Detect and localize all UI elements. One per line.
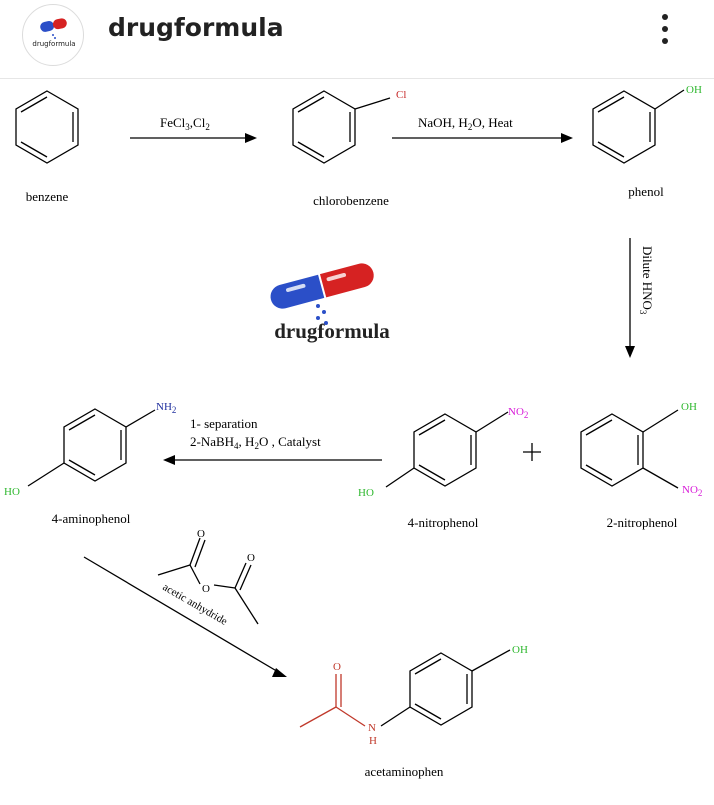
capsule-red-icon xyxy=(319,263,374,298)
group-oh-acetaminophen: OH xyxy=(512,644,528,656)
label-acetaminophen: acetaminophen xyxy=(365,764,444,779)
capsule-logo-icon xyxy=(40,18,67,39)
avatar[interactable]: drugformula xyxy=(22,4,84,66)
group-amide-h: H xyxy=(369,735,377,747)
synthesis-diagram: drugformula benzene chlorobenzene phenol… xyxy=(4,84,702,779)
account-name[interactable]: drugformula xyxy=(108,13,284,42)
more-vertical-icon[interactable] xyxy=(650,6,680,58)
group-oh-ortho: OH xyxy=(681,401,697,413)
label-chlorobenzene: chlorobenzene xyxy=(313,193,389,208)
reagent-step2: NaOH, H2O, Heat xyxy=(418,115,513,132)
group-ho-nitrophenol: HO xyxy=(358,487,374,499)
reagent-step4-line2: 2-NaBH4, H2O , Catalyst xyxy=(190,434,321,451)
group-oh-phenol: OH xyxy=(686,84,702,96)
reagent-step1: FeCl3,Cl2 xyxy=(160,115,210,132)
group-no2-para: NO2 xyxy=(508,406,528,420)
reagent-step4-line1: 1- separation xyxy=(190,416,258,431)
anhydride-o-2: O xyxy=(247,552,255,564)
o-nitrophenol-structure xyxy=(580,409,679,489)
group-carbonyl-o: O xyxy=(333,661,341,673)
reagent-step3: Dilute HNO3 xyxy=(638,246,655,315)
avatar-label: drugformula xyxy=(32,40,76,48)
acetic-anhydride-structure xyxy=(157,537,259,625)
phenol-structure xyxy=(592,89,685,164)
capsule-blue-icon xyxy=(270,274,325,309)
anhydride-o-bridge: O xyxy=(202,583,210,595)
post-header: drugformula drugformula xyxy=(0,0,714,79)
reaction-scheme: drugformula benzene chlorobenzene phenol… xyxy=(0,78,714,800)
reagent-step5: acetic anhydride xyxy=(161,581,230,628)
aminophenol-structure xyxy=(27,408,156,487)
drugformula-logo: drugformula xyxy=(270,263,390,343)
anhydride-o-1: O xyxy=(197,528,205,540)
benzene-structure xyxy=(15,90,79,164)
label-benzene: benzene xyxy=(26,189,69,204)
group-cl: Cl xyxy=(396,89,406,101)
group-ho-aminophenol: HO xyxy=(4,486,20,498)
arrow-acetylation xyxy=(83,556,281,674)
p-nitrophenol-structure xyxy=(385,411,509,488)
label-4-nitrophenol: 4-nitrophenol xyxy=(408,515,479,530)
logo-text: drugformula xyxy=(274,319,390,343)
label-4-aminophenol: 4-aminophenol xyxy=(52,511,131,526)
group-no2-ortho: NO2 xyxy=(682,484,702,498)
chlorobenzene-structure xyxy=(292,90,391,164)
label-2-nitrophenol: 2-nitrophenol xyxy=(607,515,678,530)
label-phenol: phenol xyxy=(628,184,664,199)
group-amide-n: N xyxy=(368,722,376,734)
acetaminophen-structure xyxy=(299,649,511,728)
group-nh2: NH2 xyxy=(156,401,176,415)
